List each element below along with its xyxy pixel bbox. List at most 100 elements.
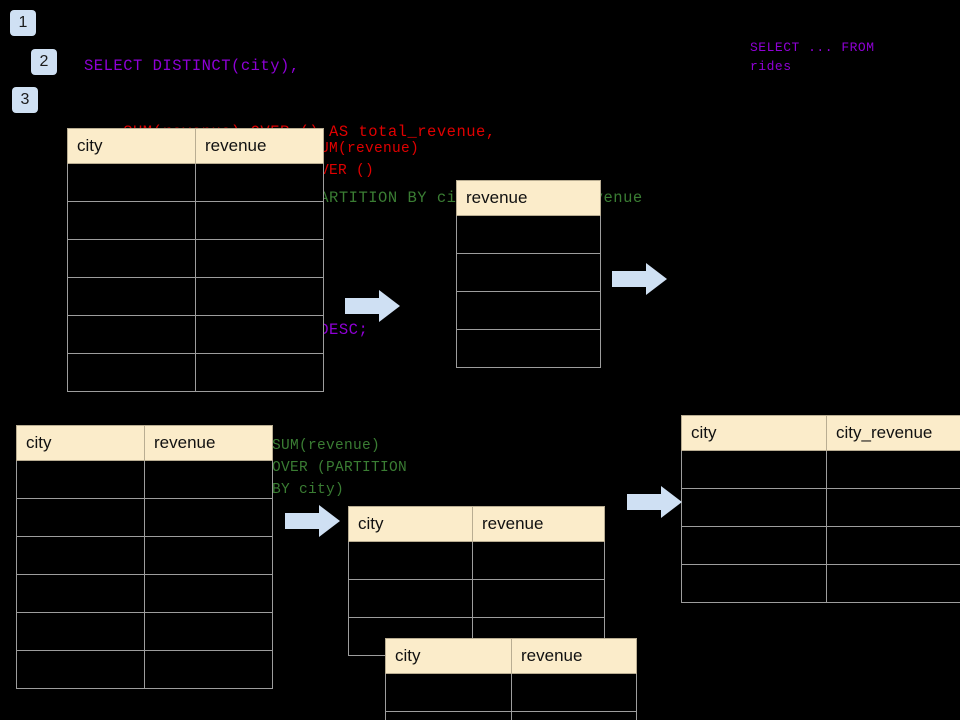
partition-group-table-back: city revenue — [348, 506, 605, 656]
table-header-row: city city_revenue — [681, 415, 960, 451]
column-header-city-revenue: city_revenue — [826, 415, 960, 451]
table-row — [456, 291, 601, 330]
cell-city — [16, 460, 145, 499]
column-header-city: city — [348, 506, 473, 542]
arrow-total-to-result-icon — [612, 262, 668, 296]
table-row — [16, 612, 273, 651]
table-row — [16, 650, 273, 689]
column-header-revenue: revenue — [472, 506, 605, 542]
cell-city — [16, 612, 145, 651]
table-row — [348, 579, 605, 618]
table-header-row: city revenue — [67, 128, 324, 164]
cell-revenue — [472, 541, 605, 580]
cell-revenue — [456, 329, 601, 368]
column-header-revenue: revenue — [195, 128, 324, 164]
cell-revenue — [472, 579, 605, 618]
partition-group-table-front: city revenue — [385, 638, 637, 720]
column-header-revenue: revenue — [144, 425, 273, 461]
column-header-city: city — [67, 128, 196, 164]
table-row — [456, 329, 601, 368]
table-row — [385, 673, 637, 712]
table-row — [681, 488, 960, 527]
table-row — [67, 277, 324, 316]
table-header-row: city revenue — [16, 425, 273, 461]
cell-revenue — [144, 460, 273, 499]
table-row — [385, 711, 637, 720]
cell-city — [385, 673, 512, 712]
table-row — [456, 253, 601, 292]
table-header-row: city revenue — [348, 506, 605, 542]
cell-city — [67, 239, 196, 278]
column-header-city: city — [681, 415, 827, 451]
table-row — [681, 564, 960, 603]
column-header-revenue: revenue — [511, 638, 637, 674]
annotation-city-revenue: SUM(revenue) OVER (PARTITION BY city) — [272, 438, 408, 498]
cell-city-revenue — [826, 450, 960, 489]
annotation-total-revenue: SUM(revenue) OVER () — [311, 141, 420, 179]
table-row — [681, 526, 960, 565]
column-header-city: city — [16, 425, 145, 461]
table-row — [681, 450, 960, 489]
table-row — [16, 536, 273, 575]
cell-revenue — [144, 536, 273, 575]
cell-city — [16, 650, 145, 689]
cell-revenue — [195, 277, 324, 316]
table-row — [67, 239, 324, 278]
cell-revenue — [144, 574, 273, 613]
cell-city — [16, 498, 145, 537]
cell-city — [681, 488, 827, 527]
cell-revenue — [511, 711, 637, 720]
cell-city — [67, 353, 196, 392]
cell-city — [67, 277, 196, 316]
table-row — [348, 541, 605, 580]
cell-revenue — [144, 650, 273, 689]
sql-line-select: SELECT DISTINCT(city), — [84, 57, 300, 75]
cell-city — [16, 574, 145, 613]
cell-revenue — [511, 673, 637, 712]
cell-revenue — [144, 498, 273, 537]
rides-source-table-bottom: city revenue — [16, 425, 273, 689]
step-badge-1: 1 — [10, 10, 36, 36]
table-row — [16, 498, 273, 537]
cell-city-revenue — [826, 526, 960, 565]
side-note-select-from-rides: SELECT ... FROM rides — [750, 40, 875, 74]
table-header-row: revenue — [456, 180, 601, 216]
cell-city — [67, 315, 196, 354]
total-revenue-table: revenue — [456, 180, 601, 368]
table-header-row: city revenue — [385, 638, 637, 674]
table-row — [67, 353, 324, 392]
cell-revenue — [195, 353, 324, 392]
cell-revenue — [456, 291, 601, 330]
arrow-rides-to-partition-icon — [285, 504, 341, 538]
cell-city — [67, 201, 196, 240]
cell-revenue — [195, 239, 324, 278]
cell-city — [681, 450, 827, 489]
cell-revenue — [195, 163, 324, 202]
cell-city — [681, 564, 827, 603]
table-row — [16, 574, 273, 613]
cell-city-revenue — [826, 488, 960, 527]
cell-city — [348, 579, 473, 618]
column-header-city: city — [385, 638, 512, 674]
cell-revenue — [144, 612, 273, 651]
cell-city-revenue — [826, 564, 960, 603]
cell-city — [16, 536, 145, 575]
rides-source-table: city revenue — [67, 128, 324, 392]
result-table: city city_revenue — [681, 415, 960, 603]
table-row — [67, 163, 324, 202]
cell-revenue — [456, 253, 601, 292]
cell-city — [385, 711, 512, 720]
table-row — [67, 201, 324, 240]
cell-city — [67, 163, 196, 202]
cell-city — [681, 526, 827, 565]
step-badge-3: 3 — [12, 87, 38, 113]
column-header-revenue: revenue — [456, 180, 601, 216]
table-row — [456, 215, 601, 254]
arrow-rides-to-total-icon — [345, 289, 401, 323]
table-row — [67, 315, 324, 354]
cell-revenue — [195, 201, 324, 240]
arrow-partition-to-result-icon — [627, 485, 683, 519]
cell-revenue — [456, 215, 601, 254]
step-badge-2: 2 — [31, 49, 57, 75]
